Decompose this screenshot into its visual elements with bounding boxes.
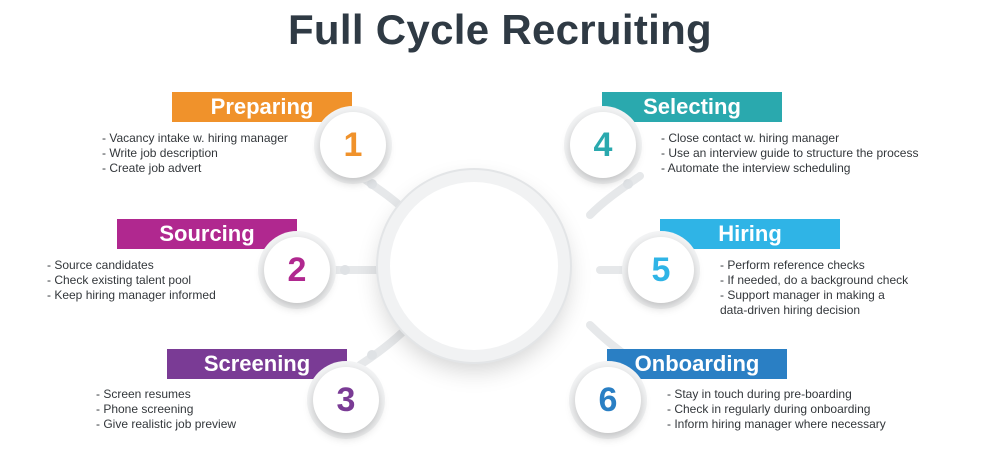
- bullet: - Vacancy intake w. hiring manager: [102, 131, 288, 145]
- step-bullets-hiring: - Perform reference checks - If needed, …: [720, 258, 908, 318]
- step-label-onboarding: Onboarding: [607, 349, 787, 379]
- bullet: - Give realistic job preview: [96, 417, 237, 431]
- step-label-sourcing: Sourcing: [117, 219, 297, 249]
- bullet: - If needed, do a background check: [720, 273, 909, 287]
- step-bullets-screening: - Screen resumes - Phone screening - Giv…: [96, 387, 236, 432]
- step-bullets-onboarding: - Stay in touch during pre-boarding - Ch…: [667, 387, 886, 432]
- step-number-3: 3: [313, 367, 379, 433]
- step-number-4: 4: [570, 112, 636, 178]
- step-number-6: 6: [575, 367, 641, 433]
- center-hub-circle: [390, 182, 558, 350]
- bullet: - Use an interview guide to structure th…: [661, 146, 919, 160]
- bullet: - Support manager in making a: [720, 288, 885, 302]
- bullet: - Automate the interview scheduling: [661, 161, 851, 175]
- step-label-hiring: Hiring: [660, 219, 840, 249]
- bullet: - Stay in touch during pre-boarding: [667, 387, 852, 401]
- bullet: - Close contact w. hiring manager: [661, 131, 840, 145]
- page-title: Full Cycle Recruiting: [287, 6, 713, 53]
- bullet: - Check existing talent pool: [47, 273, 192, 287]
- step-bullets-preparing: - Vacancy intake w. hiring manager - Wri…: [102, 131, 288, 176]
- bullet: - Screen resumes: [96, 387, 191, 401]
- step-number-5: 5: [628, 237, 694, 303]
- step-label-screening: Screening: [167, 349, 347, 379]
- step-label-selecting: Selecting: [602, 92, 782, 122]
- bullet: - Keep hiring manager informed: [47, 288, 216, 302]
- step-number-1: 1: [320, 112, 386, 178]
- step-bullets-sourcing: - Source candidates - Check existing tal…: [47, 258, 216, 303]
- step-number-2: 2: [264, 237, 330, 303]
- bullet: - Write job description: [102, 146, 218, 160]
- bullet: - Create job advert: [102, 161, 202, 175]
- step-bullets-selecting: - Close contact w. hiring manager - Use …: [661, 131, 918, 176]
- bullet: - Perform reference checks: [720, 258, 865, 272]
- bullet: - Check in regularly during onboarding: [667, 402, 871, 416]
- step-label-preparing: Preparing: [172, 92, 352, 122]
- bullet: - Inform hiring manager where necessary: [667, 417, 886, 431]
- bullet: - Phone screening: [96, 402, 194, 416]
- bullet: data-driven hiring decision: [720, 303, 861, 317]
- bullet: - Source candidates: [47, 258, 154, 272]
